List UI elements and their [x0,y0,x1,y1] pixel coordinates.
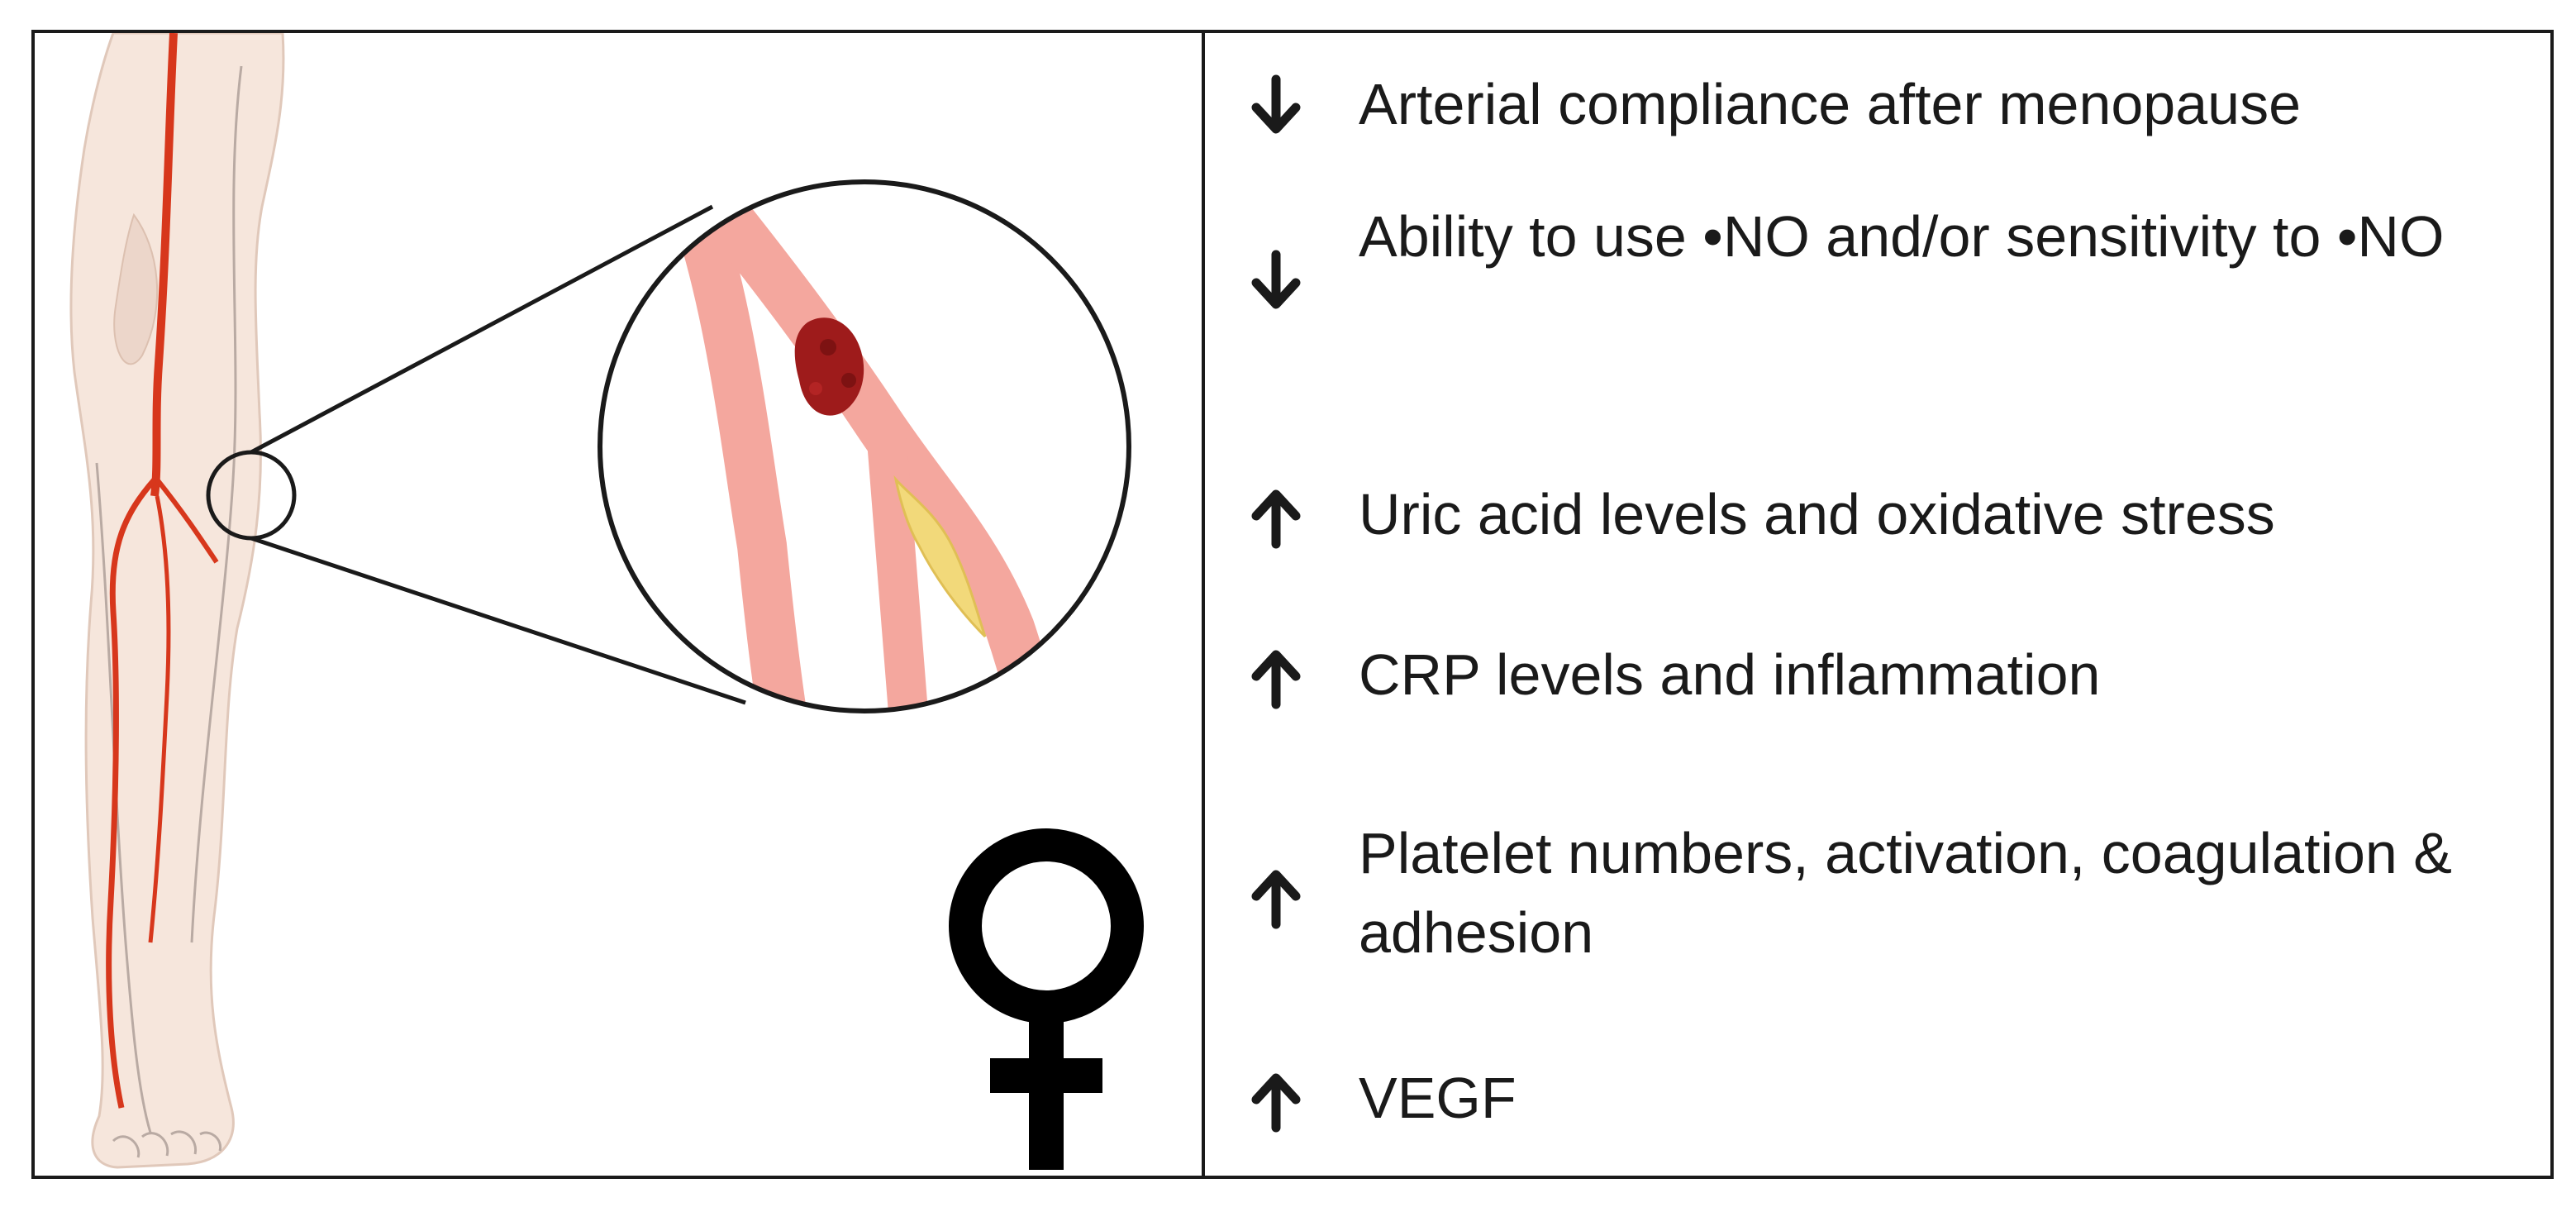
arrow-up-icon [1251,489,1301,549]
toes [112,1130,222,1158]
zoom-connector-top [250,204,714,455]
female-symbol-icon [949,828,1144,1170]
effect-text: Arterial compliance after menopause [1359,72,2302,136]
effect-text: Uric acid levels and oxidative stress [1359,482,2275,546]
arrow-down-icon [1251,74,1301,134]
arrow-up-icon [1251,650,1301,709]
effect-text: CRP levels and inflammation [1359,642,2101,707]
vessel-branch [866,410,931,711]
artery-branch [106,477,157,1109]
arrow-up-icon [1251,1073,1301,1133]
zoom-connector-bottom [250,536,746,705]
leg-silhouette [69,33,285,1169]
plaque [893,475,987,638]
effect-text: Platelet numbers, activation, coagulatio… [1359,821,2452,965]
leg-vein-line [95,462,152,1133]
leg-artery-illustration [69,33,1144,1170]
panel-divider [1202,30,1205,1179]
femoral-artery [150,33,178,497]
zoomed-artery-circle-bg [600,182,1129,711]
effect-text: VEGF [1359,1066,1517,1130]
artery-branch [148,495,171,943]
effects-list: Arterial compliance after menopause Abil… [1205,33,2550,1176]
vessel-left [655,182,812,711]
figure-frame [31,30,2554,1179]
arrow-up-icon [1251,870,1301,929]
knee-shading [113,212,159,365]
artery-branch [155,478,219,564]
leg-vein-line [190,65,243,943]
arrow-down-icon [1251,250,1301,309]
effect-text: Ability to use •NO and/or sensitivity to… [1359,204,2445,269]
zoomed-artery-circle [598,179,1131,713]
